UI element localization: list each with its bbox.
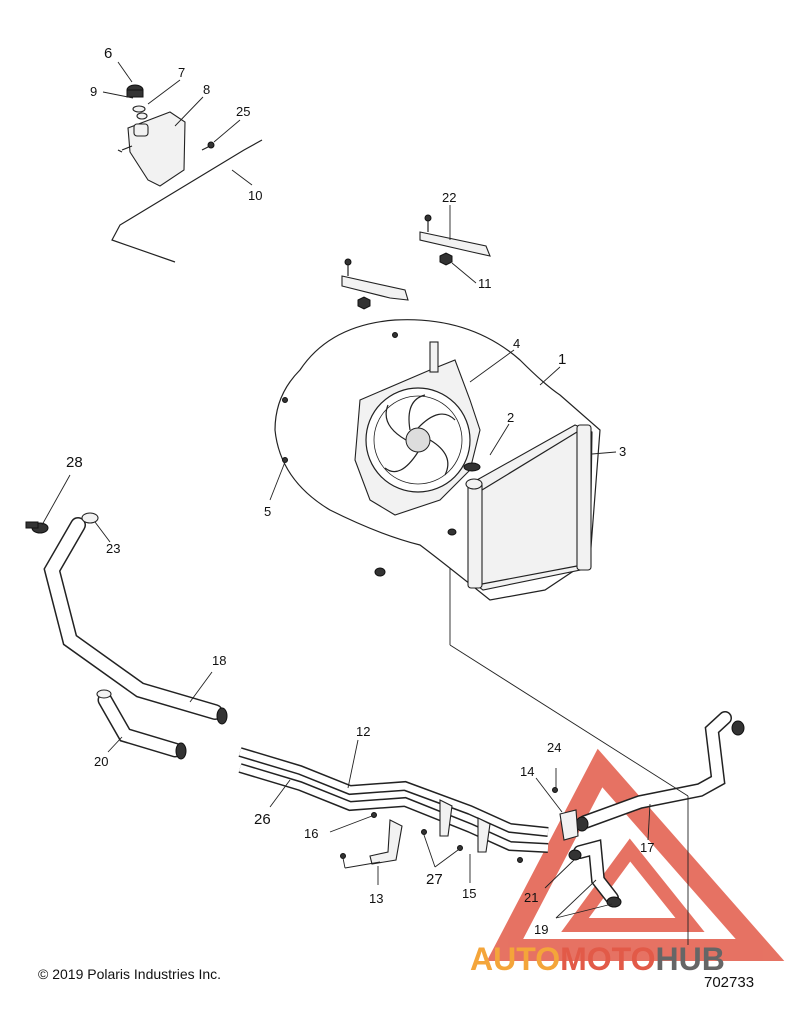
grommet — [374, 567, 386, 577]
overflow-hose — [111, 139, 263, 263]
tube-bracket-15 — [439, 799, 453, 837]
callout-12: 12 — [356, 724, 370, 739]
callout-10: 10 — [248, 188, 262, 203]
callout-28: 28 — [66, 454, 83, 471]
callout-18: 18 — [212, 653, 226, 668]
grommet-2 — [463, 462, 481, 472]
fastener-5 — [282, 397, 288, 403]
callout-22: 22 — [442, 190, 456, 205]
tube-bracket-13 — [369, 819, 403, 865]
radiator-assembly-outline — [274, 319, 601, 601]
callout-17: 17 — [640, 840, 654, 855]
callout-13: 13 — [369, 891, 383, 906]
callout-5: 5 — [264, 504, 271, 519]
callout-4: 4 — [513, 336, 520, 351]
callout-26: 26 — [254, 811, 271, 828]
callout-20: 20 — [94, 754, 108, 769]
callout-1: 1 — [558, 351, 566, 368]
cooling-fan — [354, 341, 481, 516]
callout-14: 14 — [520, 764, 534, 779]
callout-15: 15 — [462, 886, 476, 901]
hose-clamp-21 — [568, 849, 582, 861]
hose-clamp-23 — [81, 512, 99, 524]
callout-19: 19 — [534, 922, 548, 937]
lower-bracket — [341, 258, 409, 310]
cap-gasket — [136, 112, 148, 120]
watermark-part-auto: AUTO — [470, 941, 561, 977]
callout-7: 7 — [178, 65, 185, 80]
upper-bracket — [419, 214, 491, 266]
callout-25: 25 — [236, 104, 250, 119]
leader-lines — [41, 61, 651, 919]
watermark-part-moto: MOTO — [560, 941, 656, 977]
watermark-logo: AUTOMOTOHUB — [470, 941, 725, 978]
watermark-part-hub: HUB — [655, 941, 725, 977]
callout-9: 9 — [90, 84, 97, 99]
fastener — [392, 332, 398, 338]
screw-25 — [201, 141, 215, 151]
grommet — [447, 528, 457, 536]
reference-line — [449, 644, 689, 797]
fastener-5 — [282, 457, 288, 463]
tube-bracket — [477, 817, 491, 853]
reservoir-cap — [126, 84, 144, 98]
cap-seal — [132, 105, 146, 113]
callout-24: 24 — [547, 740, 561, 755]
callout-16: 16 — [304, 826, 318, 841]
callout-23: 23 — [106, 541, 120, 556]
copyright-text: © 2019 Polaris Industries Inc. — [38, 966, 222, 982]
callout-6: 6 — [104, 45, 112, 62]
callout-2: 2 — [507, 410, 514, 425]
callout-27: 27 — [426, 871, 443, 888]
callout-8: 8 — [203, 82, 210, 97]
callout-3: 3 — [619, 444, 626, 459]
hose-clamp-28 — [25, 521, 49, 534]
document-number: 702733 — [704, 974, 755, 991]
hose-clamp — [216, 707, 228, 725]
bracket-14 — [559, 809, 579, 841]
radiator — [465, 424, 593, 591]
callout-21: 21 — [524, 890, 538, 905]
callout-11: 11 — [478, 276, 492, 291]
coolant-reservoir — [117, 111, 186, 187]
